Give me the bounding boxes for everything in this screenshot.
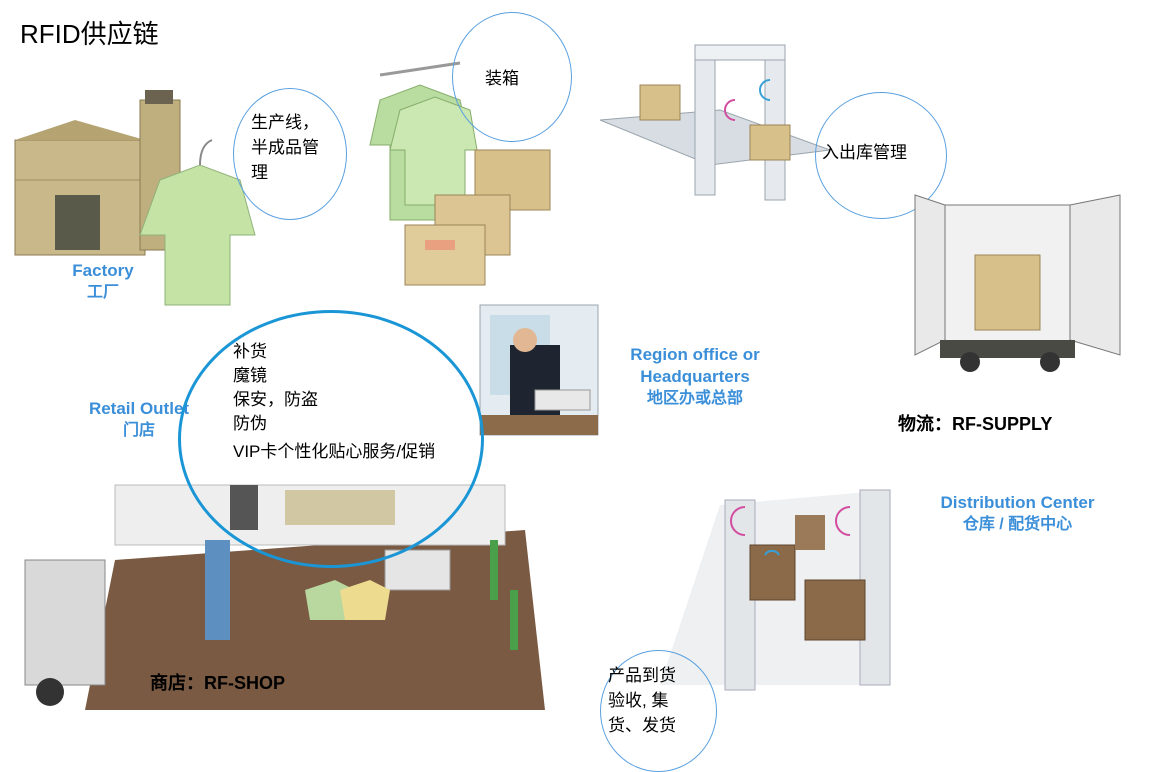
factory-bubble-line: 半成品管 — [251, 138, 319, 157]
factory-bubble-text: 生产线， 半成品管 理 — [251, 110, 319, 185]
factory-bubble-line: 生产线， — [251, 113, 319, 132]
retail-label-cn: 门店 — [122, 422, 155, 439]
distribution-illustration — [660, 489, 891, 691]
distribution-bubble-line: 验收, 集 — [608, 691, 669, 710]
factory-illustration — [14, 90, 256, 306]
gate-bubble — [815, 92, 947, 219]
distribution-label-cn: 仓库 / 配货中心 — [962, 516, 1073, 533]
retail-bubble-line: VIP卡个性化贴心服务/促销 — [233, 442, 436, 461]
factory-label: Factory 工厂 — [58, 260, 148, 304]
distribution-bubble-text: 产品到货 验收, 集 货、发货 — [608, 663, 676, 738]
gate-illustration — [599, 44, 831, 201]
retail-bubble-line: 保安，防盗 — [233, 390, 318, 409]
packing-illustration — [369, 61, 551, 286]
retail-bubble-text: 补货 魔镜 保安，防盗 防伪 VIP卡个性化贴心服务/促销 — [233, 340, 435, 464]
page-title: RFID供应链 — [20, 19, 159, 49]
retail-label-en: Retail Outlet — [88, 399, 190, 418]
truck-illustration — [914, 194, 1121, 372]
region-office-label-en-2: Headquarters — [640, 367, 750, 386]
logistics-caption: 物流：RF-SUPPLY — [898, 414, 1053, 434]
retail-bubble-line: 魔镜 — [233, 366, 267, 385]
distribution-bubble-line: 货、发货 — [608, 716, 676, 735]
distribution-label: Distribution Center 仓库 / 配货中心 — [915, 492, 1120, 536]
distribution-bubble-line: 产品到货 — [608, 666, 676, 685]
factory-bubble — [233, 88, 347, 220]
region-office-label-en-1: Region office or — [630, 345, 760, 364]
retail-bubble-line: 补货 — [233, 342, 267, 361]
factory-bubble-line: 理 — [251, 163, 268, 182]
retail-label: Retail Outlet 门店 — [75, 398, 203, 442]
packing-bubble-text: 装箱 — [485, 69, 519, 88]
region-office-label-cn: 地区办或总部 — [646, 390, 743, 407]
packing-bubble — [452, 12, 572, 142]
retail-bubble — [178, 310, 484, 568]
retail-caption: 商店：RF-SHOP — [150, 673, 285, 693]
distribution-label-en: Distribution Center — [940, 493, 1095, 512]
factory-label-cn: 工厂 — [86, 284, 119, 301]
gate-bubble-text: 入出库管理 — [822, 143, 907, 162]
region-office-label: Region office or Headquarters 地区办或总部 — [610, 344, 780, 410]
office-illustration — [479, 304, 599, 436]
retail-bubble-line: 防伪 — [233, 414, 267, 433]
factory-label-en: Factory — [72, 261, 134, 280]
